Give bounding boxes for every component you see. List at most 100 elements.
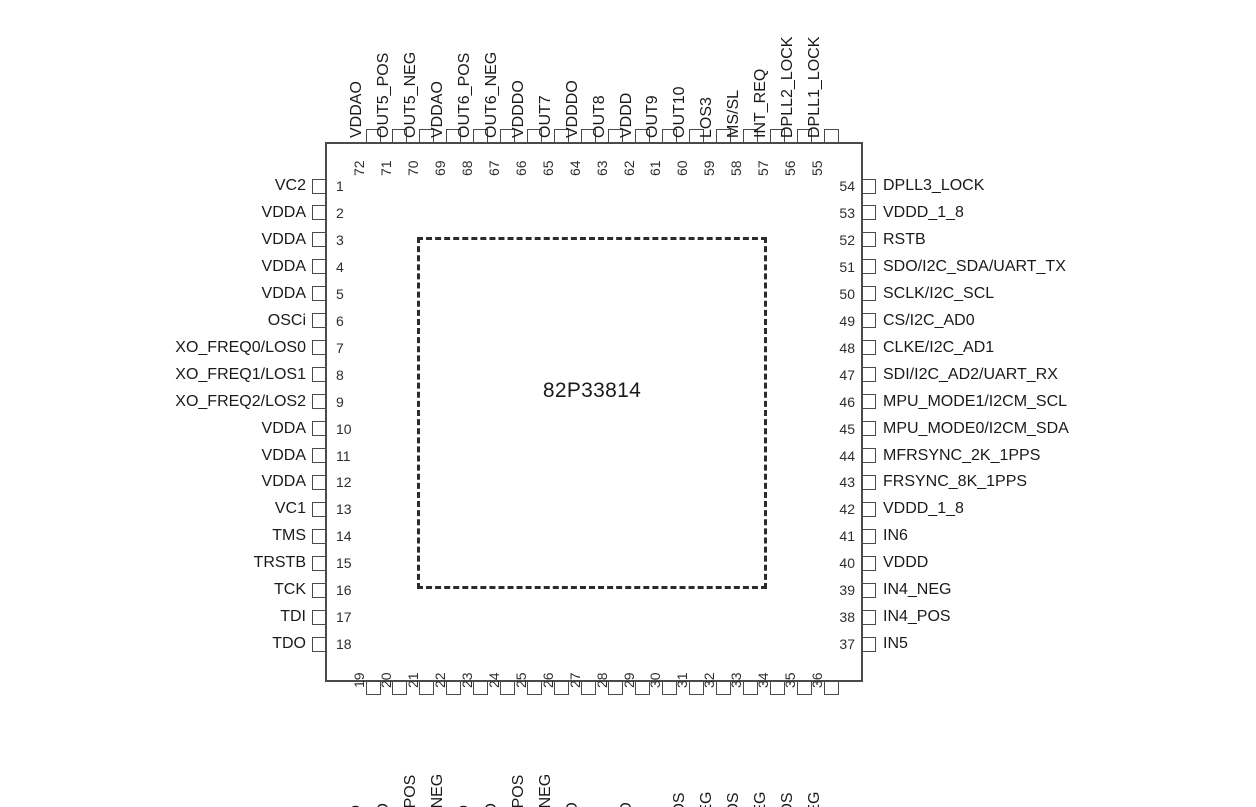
pin-number-65: 65 — [539, 160, 556, 176]
package-body-outline — [325, 142, 863, 682]
pin-label-25: OUT3_POS — [510, 775, 527, 807]
pin-label-38: IN4_POS — [883, 608, 951, 626]
pin-number-19: 19 — [351, 672, 367, 688]
pin-pad-8 — [312, 367, 326, 383]
pin-number-55: 55 — [809, 160, 826, 176]
pin-number-17: 17 — [336, 609, 352, 626]
pin-pad-37 — [862, 636, 876, 652]
pin-number-58: 58 — [728, 160, 745, 176]
pin-number-50: 50 — [839, 285, 855, 302]
pin-pad-4 — [312, 259, 326, 275]
pin-number-7: 7 — [336, 339, 344, 356]
pin-label-52: RSTB — [883, 230, 926, 248]
pin-number-27: 27 — [566, 672, 583, 688]
pin-number-5: 5 — [336, 285, 344, 302]
pin-label-70: OUT5_NEG — [401, 51, 419, 138]
pin-pad-36 — [823, 681, 839, 695]
pin-label-62: VDDD — [617, 92, 635, 138]
pin-label-46: MPU_MODE1/I2CM_SCL — [883, 392, 1068, 410]
pin-label-49: CS/I2C_AD0 — [883, 311, 975, 329]
pin-label-68: OUT6_POS — [455, 52, 473, 138]
pin-number-64: 64 — [566, 160, 583, 176]
die-attach-dashed-outline — [417, 237, 767, 589]
pin-number-49: 49 — [839, 312, 855, 329]
pin-pad-2 — [312, 205, 326, 221]
pin-number-34: 34 — [755, 672, 772, 688]
pin-label-50: SCLK/I2C_SCL — [883, 284, 995, 302]
pin-label-21: OUT4_POS — [402, 775, 419, 807]
pin-pad-46 — [862, 394, 876, 410]
pin-label-58: MS/SL — [725, 89, 743, 138]
pin-number-9: 9 — [336, 393, 344, 410]
pin-label-32: IN1_NEG — [698, 792, 715, 807]
pin-pad-45 — [862, 421, 876, 437]
pin-label-45: MPU_MODE0/I2CM_SDA — [883, 419, 1069, 437]
pin-number-12: 12 — [336, 474, 352, 491]
pin-number-53: 53 — [839, 204, 855, 221]
pin-label-56: DPLL2_LOCK — [779, 36, 797, 138]
pin-pad-16 — [312, 582, 326, 598]
pin-number-66: 66 — [512, 160, 529, 176]
pin-number-29: 29 — [620, 672, 637, 688]
pin-pad-41 — [862, 528, 876, 544]
pin-label-2: VDDA — [261, 203, 306, 221]
pin-label-7: XO_FREQ0/LOS0 — [175, 338, 306, 356]
pin-pad-17 — [312, 609, 326, 625]
pin-label-51: SDO/I2C_SDA/UART_TX — [883, 257, 1066, 275]
pin-pad-52 — [862, 232, 876, 248]
pin-number-45: 45 — [839, 420, 855, 437]
pin-number-11: 11 — [336, 447, 351, 464]
pin-pad-42 — [862, 501, 876, 517]
pin-pad-51 — [862, 259, 876, 275]
pin-number-6: 6 — [336, 312, 344, 329]
pin-number-57: 57 — [755, 160, 772, 176]
pin-number-3: 3 — [336, 231, 344, 248]
pin-label-42: VDDD_1_8 — [883, 500, 964, 518]
pin-number-33: 33 — [728, 672, 745, 688]
pin-label-11: VDDA — [261, 446, 306, 464]
pin-number-69: 69 — [431, 160, 448, 176]
pin-pad-15 — [312, 555, 326, 571]
pin-label-13: VC1 — [274, 500, 306, 518]
pin-label-20: VDDAO — [375, 803, 392, 807]
pin-pad-49 — [862, 313, 876, 329]
pin-number-63: 63 — [593, 160, 610, 176]
pin-label-64: VDDDO — [563, 80, 581, 138]
pin-label-14: TMS — [272, 527, 306, 545]
pin-number-36: 36 — [809, 672, 826, 688]
pin-label-3: VDDA — [261, 230, 306, 248]
pin-number-40: 40 — [839, 555, 855, 572]
pin-label-34: IN2_NEG — [752, 792, 769, 807]
pin-number-21: 21 — [404, 672, 421, 688]
pin-number-32: 32 — [701, 672, 718, 688]
pin-pad-38 — [862, 609, 876, 625]
pin-number-61: 61 — [647, 160, 664, 176]
pin-label-37: IN5 — [883, 635, 908, 653]
pin-number-52: 52 — [839, 231, 855, 248]
pin-number-44: 44 — [839, 447, 855, 464]
pin-label-27: VDDDO — [564, 802, 581, 807]
pin-label-57: INT_REQ — [752, 68, 770, 138]
pin-number-20: 20 — [377, 672, 394, 688]
pin-pad-48 — [862, 340, 876, 356]
pin-label-69: VDDAO — [428, 81, 446, 138]
pin-label-15: TRSTB — [253, 554, 306, 572]
pin-label-5: VDDA — [261, 284, 306, 302]
pin-label-24: VDDAO — [483, 803, 500, 807]
pin-label-67: OUT6_NEG — [482, 51, 500, 138]
pin-number-15: 15 — [336, 555, 352, 572]
pin-pad-7 — [312, 340, 326, 356]
part-number-text: 82P33814 — [542, 379, 642, 402]
pin-number-8: 8 — [336, 366, 344, 383]
pin-label-53: VDDD_1_8 — [883, 203, 964, 221]
pin-number-10: 10 — [336, 420, 352, 437]
pin-number-70: 70 — [404, 160, 421, 176]
pin-pad-5 — [312, 286, 326, 302]
pin-label-44: MFRSYNC_2K_1PPS — [883, 446, 1041, 464]
pin-number-38: 38 — [839, 609, 855, 626]
pin-number-67: 67 — [485, 160, 502, 176]
pin-label-9: XO_FREQ2/LOS2 — [175, 392, 306, 410]
pin-pad-55 — [823, 129, 839, 143]
pin-pad-18 — [312, 636, 326, 652]
